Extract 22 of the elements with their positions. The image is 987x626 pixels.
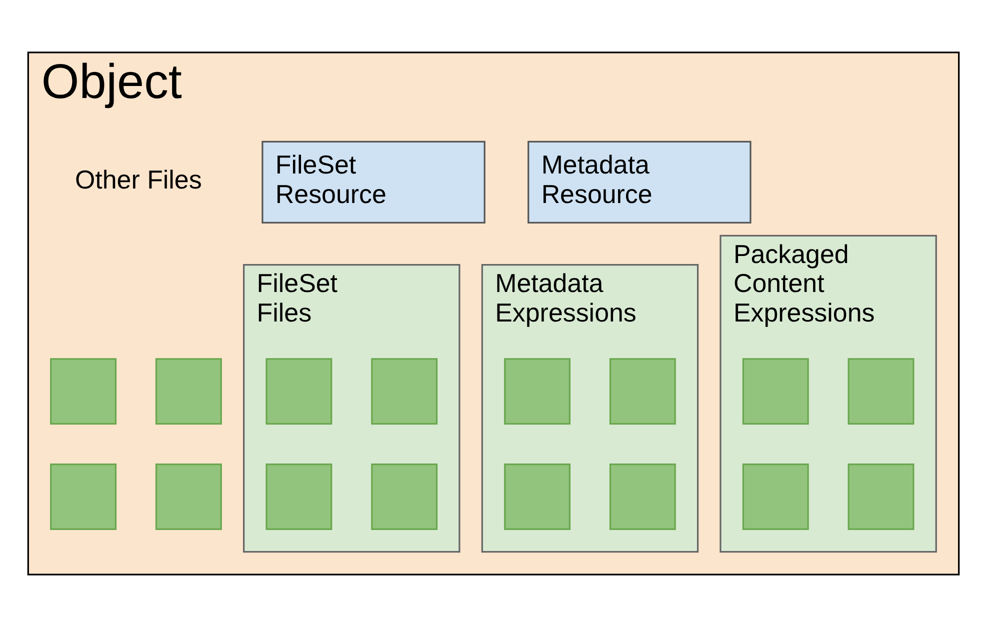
label: Other Files xyxy=(74,166,202,194)
node-box xyxy=(266,358,332,424)
cluster: Metadata Expressions xyxy=(481,264,699,552)
node-box xyxy=(266,462,332,530)
node-box xyxy=(50,358,117,424)
node-box: Metadata Resource xyxy=(528,140,752,223)
node-box xyxy=(155,462,222,530)
node-box xyxy=(155,358,222,424)
node-box xyxy=(742,462,809,530)
node-box xyxy=(609,462,676,530)
node-box xyxy=(371,358,438,424)
node-box xyxy=(848,462,914,530)
node-box xyxy=(504,358,571,424)
node-box: FileSet Resource xyxy=(262,140,486,223)
node-box xyxy=(609,358,676,424)
cluster: FileSet Files xyxy=(243,264,460,552)
cluster: Packaged Content Expressions xyxy=(720,234,937,552)
node-box xyxy=(504,462,571,530)
node-box xyxy=(50,462,117,530)
node-box xyxy=(848,358,914,424)
node-box xyxy=(742,358,809,424)
node-box xyxy=(371,462,438,530)
